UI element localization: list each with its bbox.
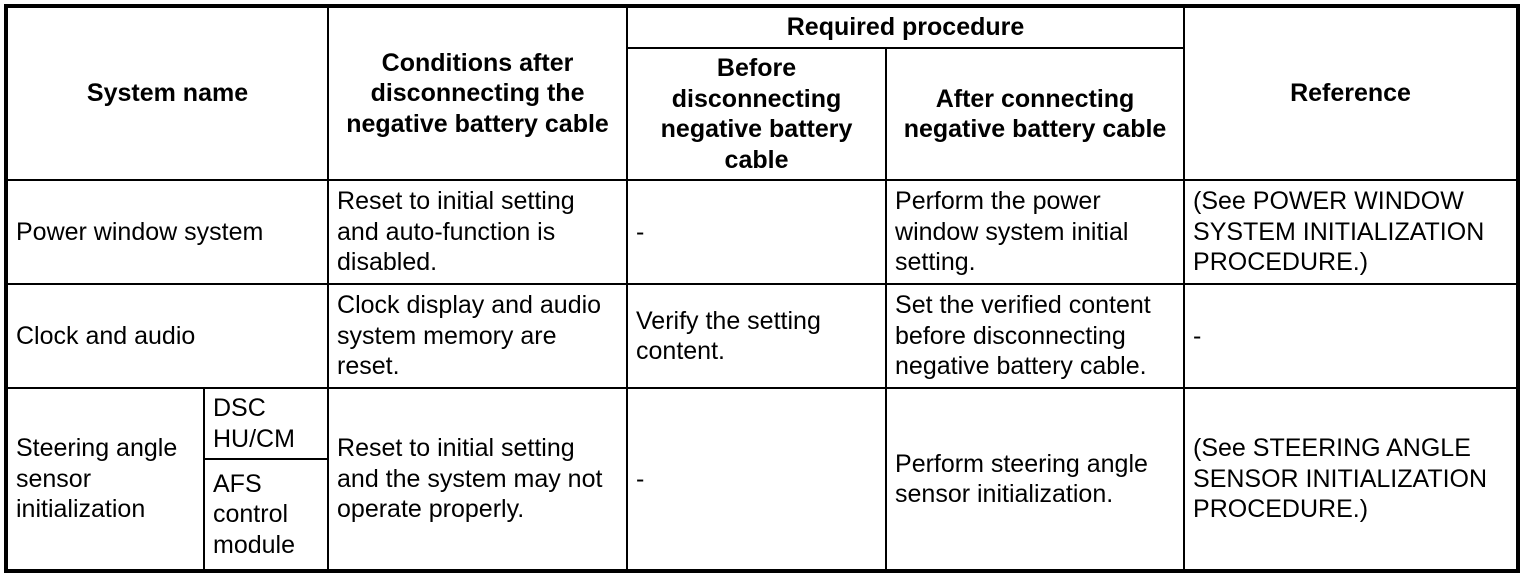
cell-after-connecting: Perform steering angle sensor initializa… xyxy=(885,387,1186,572)
cell-conditions: Reset to initial setting and the system … xyxy=(327,387,629,572)
header-after-connecting: After connecting negative battery cable xyxy=(885,47,1186,181)
cell-reference: (See POWER WINDOW SYSTEM INITIALIZATION … xyxy=(1183,179,1520,285)
cell-conditions: Clock display and audio system memory ar… xyxy=(327,283,629,389)
cell-subitem-dsc-hu-cm: DSC HU/CM xyxy=(202,387,330,460)
cell-conditions: Reset to initial setting and auto-functi… xyxy=(327,179,629,285)
cell-reference: - xyxy=(1183,283,1520,389)
header-conditions-after-disconnecting: Conditions after disconnecting the negat… xyxy=(327,5,629,181)
cell-before-disconnecting: - xyxy=(626,179,888,285)
header-row-top: System name Conditions after disconnecti… xyxy=(4,5,1520,181)
table-row: Power window system Reset to initial set… xyxy=(4,179,1520,285)
cell-subitem-afs-control-module: AFS control module xyxy=(202,458,330,572)
table-row-subitem: AFS control module xyxy=(6,458,1518,572)
cell-after-connecting: Set the verified content before disconne… xyxy=(885,283,1186,389)
cell-reference: (See STEERING ANGLE SENSOR INITIALIZATIO… xyxy=(1183,387,1520,572)
cell-before-disconnecting: - xyxy=(626,387,888,572)
header-reference: Reference xyxy=(1183,5,1520,181)
table-row: Steering angle sensor initialization DSC… xyxy=(5,387,1520,572)
header-before-disconnecting: Before disconnecting negative battery ca… xyxy=(626,47,888,181)
cell-system-name: Clock and audio xyxy=(4,283,330,389)
header-row-sub: Before disconnecting negative battery ca… xyxy=(6,47,1518,181)
cell-after-connecting: Perform the power window system initial … xyxy=(885,179,1186,285)
cell-system-name: Power window system xyxy=(4,179,330,285)
document-page: System name Conditions after disconnecti… xyxy=(0,4,1520,573)
header-required-procedure: Required procedure xyxy=(626,5,1186,49)
header-system-name: System name xyxy=(4,5,330,181)
cell-system-name: Steering angle sensor initialization xyxy=(5,387,205,572)
table-row: Clock and audio Clock display and audio … xyxy=(4,283,1520,389)
battery-disconnect-procedure-table: System name Conditions after disconnecti… xyxy=(4,4,1520,573)
cell-before-disconnecting: Verify the setting content. xyxy=(626,283,888,389)
